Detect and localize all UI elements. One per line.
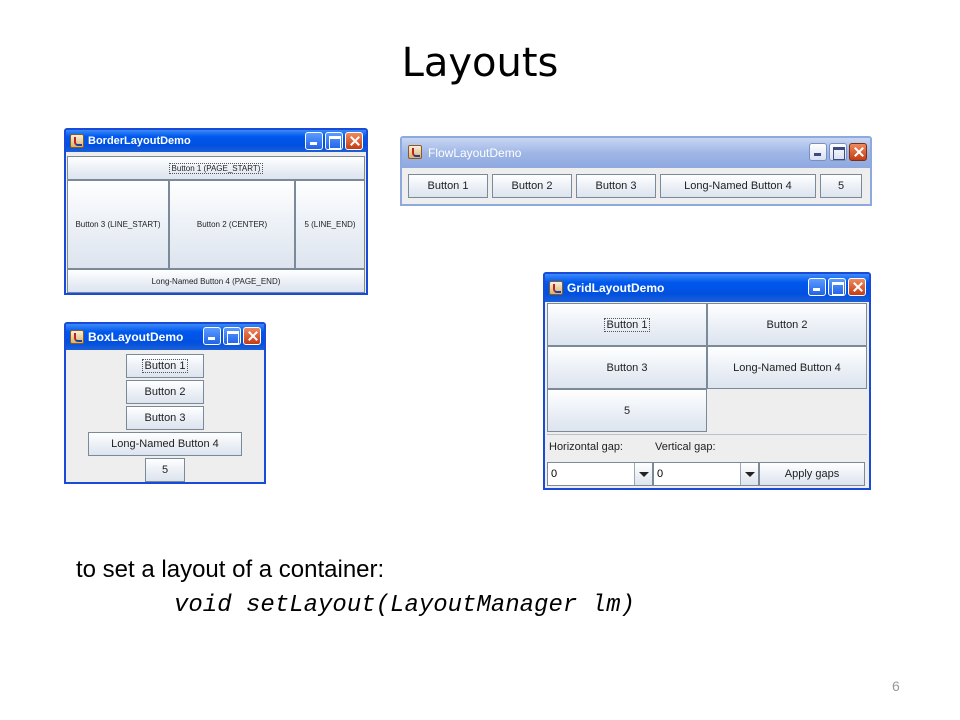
slide-title: Layouts	[401, 40, 559, 86]
close-icon[interactable]	[848, 278, 866, 296]
grid-layout-window: GridLayoutDemo Button 1 Button 2 Button …	[543, 272, 871, 490]
box-button-5[interactable]: 5	[145, 458, 185, 482]
minimize-icon[interactable]	[808, 278, 826, 296]
line-end-button[interactable]: 5 (LINE_END)	[295, 180, 365, 269]
chevron-down-icon[interactable]	[634, 463, 652, 485]
flow-button-2[interactable]: Button 2	[492, 174, 572, 198]
java-app-icon	[70, 134, 84, 148]
grid-button-3[interactable]: Button 3	[547, 346, 707, 389]
box-button-2[interactable]: Button 2	[126, 380, 204, 404]
border-layout-titlebar[interactable]: BorderLayoutDemo	[66, 130, 366, 152]
window-title: BorderLayoutDemo	[88, 135, 191, 147]
java-app-icon	[549, 281, 563, 295]
page-end-button[interactable]: Long-Named Button 4 (PAGE_END)	[67, 269, 365, 293]
grid-layout-titlebar[interactable]: GridLayoutDemo	[545, 274, 869, 302]
horizontal-gap-label: Horizontal gap:	[549, 441, 623, 453]
vertical-gap-select[interactable]: 0	[653, 462, 759, 486]
flow-button-4[interactable]: Long-Named Button 4	[660, 174, 816, 198]
flow-layout-window: FlowLayoutDemo Button 1 Button 2 Button …	[400, 136, 872, 206]
page-start-button[interactable]: Button 1 (PAGE_START)	[67, 156, 365, 180]
caption-text: to set a layout of a container:	[76, 556, 385, 583]
flow-button-3[interactable]: Button 3	[576, 174, 656, 198]
grid-button-4[interactable]: Long-Named Button 4	[707, 346, 867, 389]
box-layout-titlebar[interactable]: BoxLayoutDemo	[66, 324, 264, 350]
minimize-icon[interactable]	[203, 327, 221, 345]
maximize-icon[interactable]	[829, 143, 847, 161]
grid-button-2[interactable]: Button 2	[707, 303, 867, 346]
java-app-icon	[408, 145, 422, 159]
grid-divider	[547, 434, 867, 435]
java-app-icon	[70, 330, 84, 344]
close-icon[interactable]	[345, 132, 363, 150]
maximize-icon[interactable]	[223, 327, 241, 345]
maximize-icon[interactable]	[828, 278, 846, 296]
chevron-down-icon[interactable]	[740, 463, 758, 485]
window-title: FlowLayoutDemo	[428, 146, 522, 160]
line-start-button[interactable]: Button 3 (LINE_START)	[67, 180, 169, 269]
vertical-gap-label: Vertical gap:	[655, 441, 716, 453]
minimize-icon[interactable]	[305, 132, 323, 150]
close-icon[interactable]	[243, 327, 261, 345]
flow-button-1[interactable]: Button 1	[408, 174, 488, 198]
grid-button-1[interactable]: Button 1	[547, 303, 707, 346]
flow-layout-titlebar[interactable]: FlowLayoutDemo	[402, 138, 870, 168]
page-number: 6	[892, 678, 900, 694]
box-button-4[interactable]: Long-Named Button 4	[88, 432, 242, 456]
apply-gaps-button[interactable]: Apply gaps	[759, 462, 865, 486]
grid-button-5[interactable]: 5	[547, 389, 707, 432]
code-snippet: void setLayout(LayoutManager lm)	[174, 592, 635, 619]
minimize-icon[interactable]	[809, 143, 827, 161]
flow-button-5[interactable]: 5	[820, 174, 862, 198]
box-button-3[interactable]: Button 3	[126, 406, 204, 430]
window-title: GridLayoutDemo	[567, 281, 665, 295]
close-icon[interactable]	[849, 143, 867, 161]
maximize-icon[interactable]	[325, 132, 343, 150]
window-title: BoxLayoutDemo	[88, 330, 184, 344]
horizontal-gap-select[interactable]: 0	[547, 462, 653, 486]
border-layout-window: BorderLayoutDemo Button 1 (PAGE_START) B…	[64, 128, 368, 295]
center-button[interactable]: Button 2 (CENTER)	[169, 180, 295, 269]
box-layout-window: BoxLayoutDemo Button 1 Button 2 Button 3…	[64, 322, 266, 484]
box-button-1[interactable]: Button 1	[126, 354, 204, 378]
